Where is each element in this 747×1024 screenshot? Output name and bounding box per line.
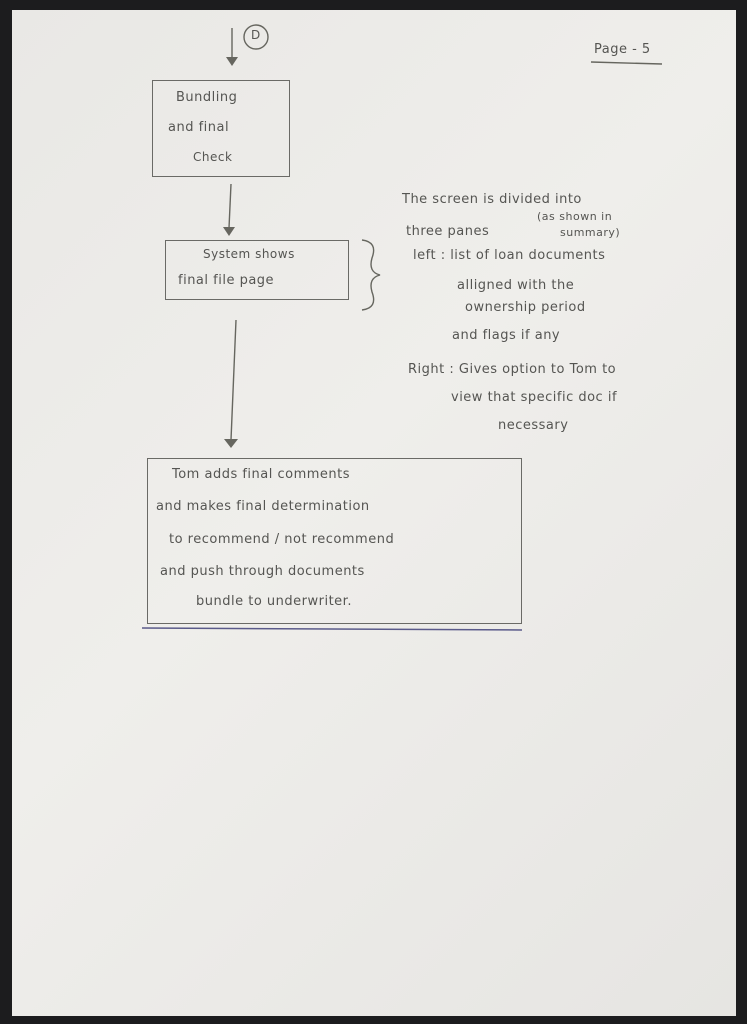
note-line: left : list of loan documents [413,248,606,263]
arrow-head-1 [226,57,238,66]
note-line: alligned with the [457,278,575,293]
arrow-head-2 [223,227,235,236]
step1-line: and final [168,120,230,135]
note-line: three panes [406,224,490,239]
step1-line: Check [193,150,233,164]
connector-circle [243,24,269,50]
step2-line: System shows [203,247,295,261]
note-line: and flags if any [452,328,561,343]
arrow-head-3 [224,439,238,448]
step3-line: and makes final determination [156,499,370,514]
arrow-step2-to-step3 [230,319,237,441]
step3-line: Tom adds final comments [172,467,351,482]
note-line: summary) [560,226,621,239]
step-tom-box [147,458,522,624]
step-system-box [165,240,349,300]
step3-line: and push through documents [160,564,365,579]
brace [361,239,381,311]
step2-line: final file page [178,273,275,288]
note-line: ownership period [465,300,586,315]
note-line: (as shown in [537,210,613,223]
arrow-step1-to-step2 [228,183,232,229]
note-line: view that specific doc if [451,390,618,405]
paper-sheet [12,10,736,1016]
note-line: The screen is divided into [402,192,582,207]
step3-line: bundle to underwriter. [196,594,352,609]
page-label-underline [590,61,663,65]
note-line: necessary [498,418,569,433]
connector-label: D [251,28,261,42]
page-underline [141,627,523,631]
step-bundling-box [152,80,290,177]
step3-line: to recommend / not recommend [169,532,395,547]
step1-line: Bundling [176,90,238,105]
note-line: Right : Gives option to Tom to [408,362,617,377]
page-label: Page - 5 [594,42,651,57]
